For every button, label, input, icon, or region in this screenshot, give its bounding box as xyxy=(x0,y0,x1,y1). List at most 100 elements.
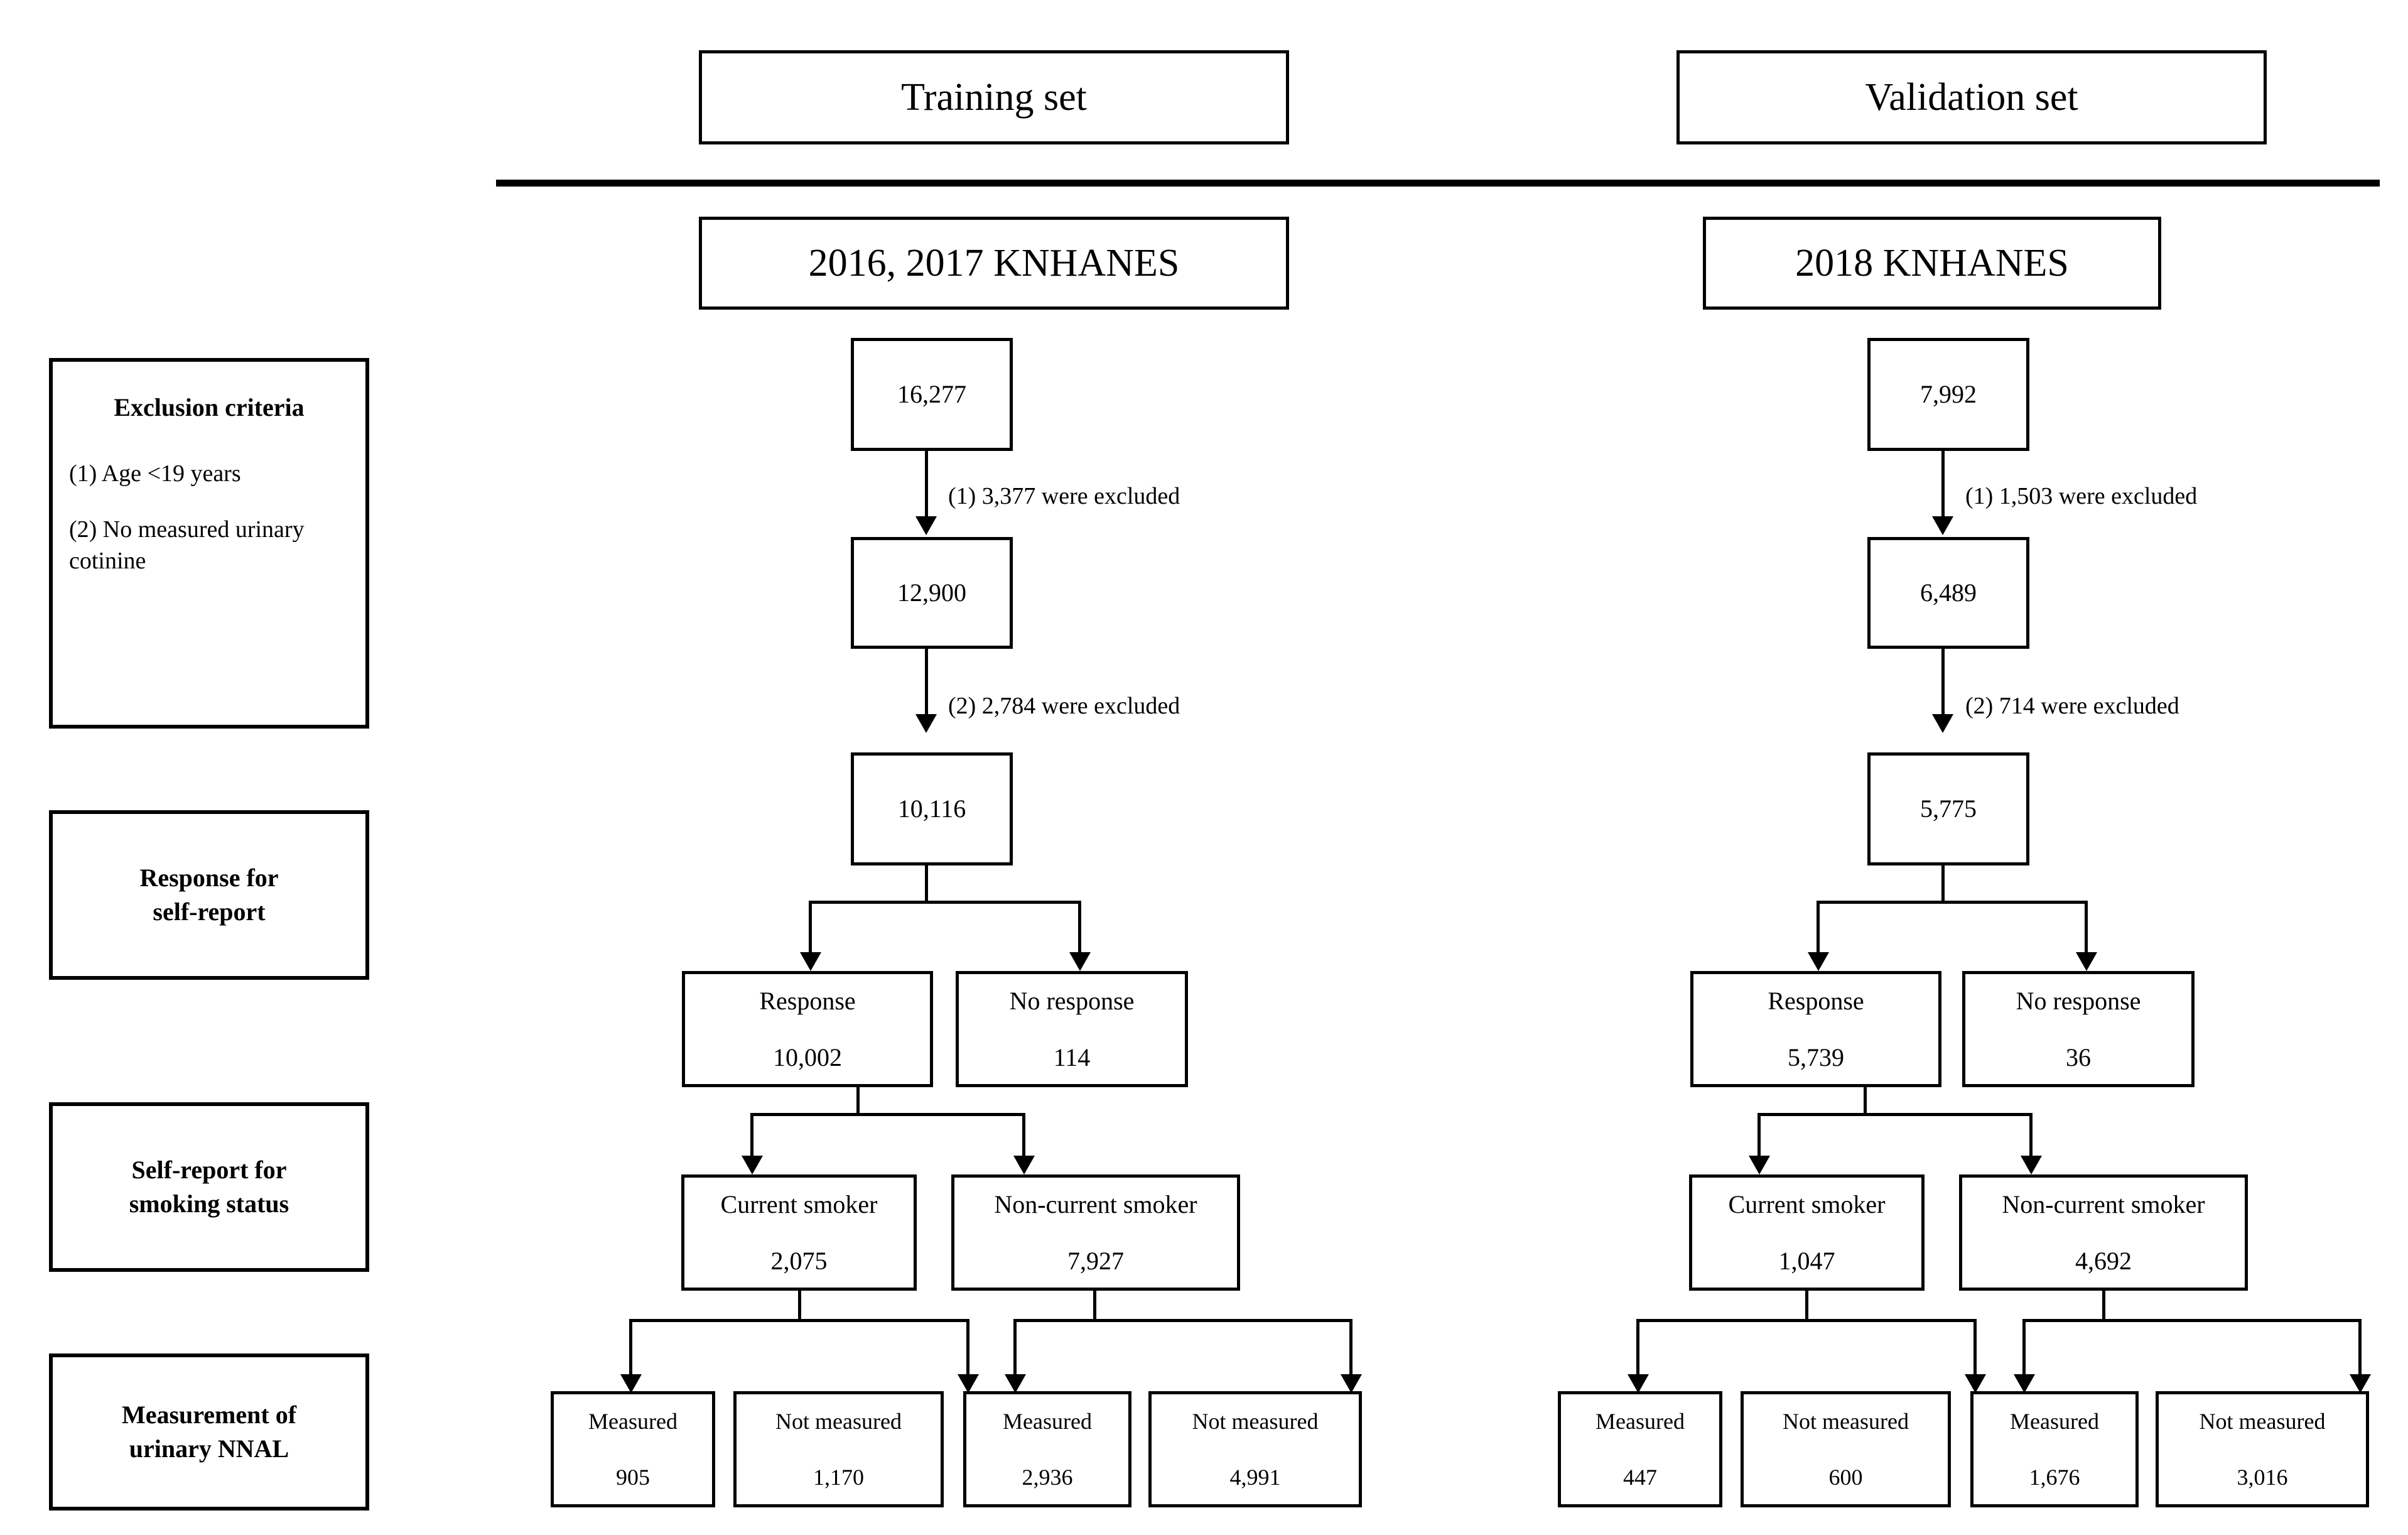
column-header-validation-set: Validation set xyxy=(1676,50,2267,144)
column-header-training-set: Training set xyxy=(699,50,1289,144)
source-box-validation: 2018 KNHANES xyxy=(1703,217,2161,310)
count-box-after-exclusion-2-training: 10,116 xyxy=(851,752,1013,865)
count-value: 10,116 xyxy=(897,795,966,823)
connector-split-right-nonsmoker-training xyxy=(1022,1113,1025,1161)
connector-split-left-smoker-training xyxy=(750,1113,753,1161)
arrow-head-step1 xyxy=(915,516,937,535)
arrow-head-measured-1-validation xyxy=(1628,1374,1649,1393)
leaf-box-measured-1-validation: Measured 447 xyxy=(1558,1391,1722,1507)
leaf-box-not-measured-1-training: Not measured 1,170 xyxy=(733,1391,944,1507)
connector-split-bar-smoker-validation xyxy=(1757,1113,2033,1116)
box-label: Not measured xyxy=(2199,1408,2326,1434)
arrow-head-step1-validation xyxy=(1932,516,1953,535)
box-label: Current smoker xyxy=(1728,1190,1886,1218)
column-header-label: Training set xyxy=(901,75,1087,119)
arrow-head-step2-validation xyxy=(1932,714,1953,733)
connector-split-left-response-validation xyxy=(1817,901,1820,957)
arrow-head-no-response-training xyxy=(1069,952,1091,971)
count-box-no-response-training: No response 114 xyxy=(956,971,1188,1087)
count-box-current-smoker-validation: Current smoker 1,047 xyxy=(1689,1174,1925,1291)
box-value: 600 xyxy=(1828,1464,1863,1490)
box-value: 10,002 xyxy=(773,1043,842,1071)
box-label: Not measured xyxy=(1783,1408,1909,1434)
stage-box-measurement-urinary-nnal: Measurement of urinary NNAL xyxy=(49,1353,369,1511)
stage-label-line-1: Response for xyxy=(139,864,279,892)
connector-split-right-nonsmoker-validation xyxy=(2029,1113,2033,1161)
count-box-total-validation: 7,992 xyxy=(1867,338,2029,451)
connector-leaf-right-2-training xyxy=(1349,1319,1352,1388)
box-label: Non-current smoker xyxy=(994,1190,1197,1218)
connector-leaf-bar-1-validation xyxy=(1636,1319,1977,1322)
connector-leaf-left-2-validation xyxy=(2022,1319,2026,1388)
count-box-total-training: 16,277 xyxy=(851,338,1013,451)
column-header-label: Validation set xyxy=(1865,75,2078,119)
box-value: 114 xyxy=(1053,1043,1091,1071)
arrow-head-current-smoker-validation xyxy=(1749,1156,1770,1174)
count-box-response-training: Response 10,002 xyxy=(682,971,933,1087)
arrow-head-non-current-smoker-training xyxy=(1013,1156,1035,1174)
box-value: 4,692 xyxy=(2075,1246,2132,1275)
source-label: 2016, 2017 KNHANES xyxy=(808,241,1180,285)
connector-leaf-left-2-training xyxy=(1013,1319,1017,1388)
connector-leaf-stem-2-training xyxy=(1093,1291,1096,1321)
leaf-box-not-measured-2-training: Not measured 4,991 xyxy=(1148,1391,1362,1507)
box-value: 447 xyxy=(1623,1464,1657,1490)
box-label: Measured xyxy=(588,1408,678,1434)
box-label: No response xyxy=(2016,986,2141,1015)
box-label: Response xyxy=(1768,986,1864,1015)
leaf-box-measured-2-training: Measured 2,936 xyxy=(963,1391,1131,1507)
box-value: 36 xyxy=(2066,1043,2091,1071)
box-label: Current smoker xyxy=(720,1190,878,1218)
count-value: 16,277 xyxy=(897,380,966,408)
count-box-after-exclusion-1-validation: 6,489 xyxy=(1867,537,2029,649)
connector-step1-to-step2 xyxy=(925,649,928,719)
leaf-box-not-measured-2-validation: Not measured 3,016 xyxy=(2156,1391,2369,1507)
box-label: Measured xyxy=(2010,1408,2099,1434)
exclusion-criteria-item-1: (1) Age <19 years xyxy=(69,460,241,487)
connector-split-bar-response-training xyxy=(809,901,1081,904)
connector-total-to-step1 xyxy=(925,451,928,521)
box-value: 905 xyxy=(616,1464,650,1490)
header-separator-rule xyxy=(496,180,2380,187)
stage-label-line-1: Measurement of xyxy=(121,1401,297,1429)
edge-label-exclusion-1-training: (1) 3,377 were excluded xyxy=(948,483,1180,509)
count-box-non-current-smoker-validation: Non-current smoker 4,692 xyxy=(1959,1174,2248,1291)
arrow-head-not-measured-2-training xyxy=(1341,1374,1362,1393)
box-label: Response xyxy=(759,986,856,1015)
arrow-head-measured-2-training xyxy=(1005,1374,1026,1393)
count-box-after-exclusion-1-training: 12,900 xyxy=(851,537,1013,649)
connector-split-bar-response-validation xyxy=(1817,901,2088,904)
count-box-no-response-validation: No response 36 xyxy=(1962,971,2195,1087)
box-label: No response xyxy=(1009,986,1135,1015)
box-value: 1,047 xyxy=(1778,1246,1835,1275)
source-label: 2018 KNHANES xyxy=(1795,241,2069,285)
arrow-head-not-measured-2-validation xyxy=(2350,1374,2371,1393)
box-value: 5,739 xyxy=(1788,1043,1844,1071)
box-label: Non-current smoker xyxy=(2002,1190,2205,1218)
stage-label-line-2: self-report xyxy=(153,898,266,926)
connector-leaf-right-1-training xyxy=(966,1319,969,1388)
arrow-head-response-training xyxy=(800,952,821,971)
count-box-after-exclusion-2-validation: 5,775 xyxy=(1867,752,2029,865)
arrow-head-step2 xyxy=(915,714,937,733)
edge-label-exclusion-2-training: (2) 2,784 were excluded xyxy=(948,693,1180,719)
connector-leaf-right-1-validation xyxy=(1973,1319,1977,1388)
arrow-head-measured-1-training xyxy=(620,1374,642,1393)
stage-label-line-2: smoking status xyxy=(129,1190,289,1218)
arrow-head-response-validation xyxy=(1808,952,1829,971)
leaf-box-measured-2-validation: Measured 1,676 xyxy=(1970,1391,2139,1507)
box-value: 3,016 xyxy=(2237,1464,2288,1490)
connector-leaf-stem-2-validation xyxy=(2102,1291,2105,1321)
connector-split-right-noresponse-validation xyxy=(2085,901,2088,957)
connector-leaf-bar-2-training xyxy=(1013,1319,1352,1322)
connector-leaf-left-1-validation xyxy=(1636,1319,1639,1388)
box-label: Measured xyxy=(1003,1408,1092,1434)
connector-split-stem-smoker-training xyxy=(856,1087,860,1115)
box-value: 1,676 xyxy=(2029,1464,2080,1490)
stage-label-line-2: urinary NNAL xyxy=(129,1435,289,1463)
connector-split-left-response-training xyxy=(809,901,812,957)
connector-leaf-bar-2-validation xyxy=(2022,1319,2362,1322)
connector-split-right-noresponse-training xyxy=(1078,901,1081,957)
connector-leaf-right-2-validation xyxy=(2358,1319,2362,1388)
count-value: 5,775 xyxy=(1920,795,1977,823)
